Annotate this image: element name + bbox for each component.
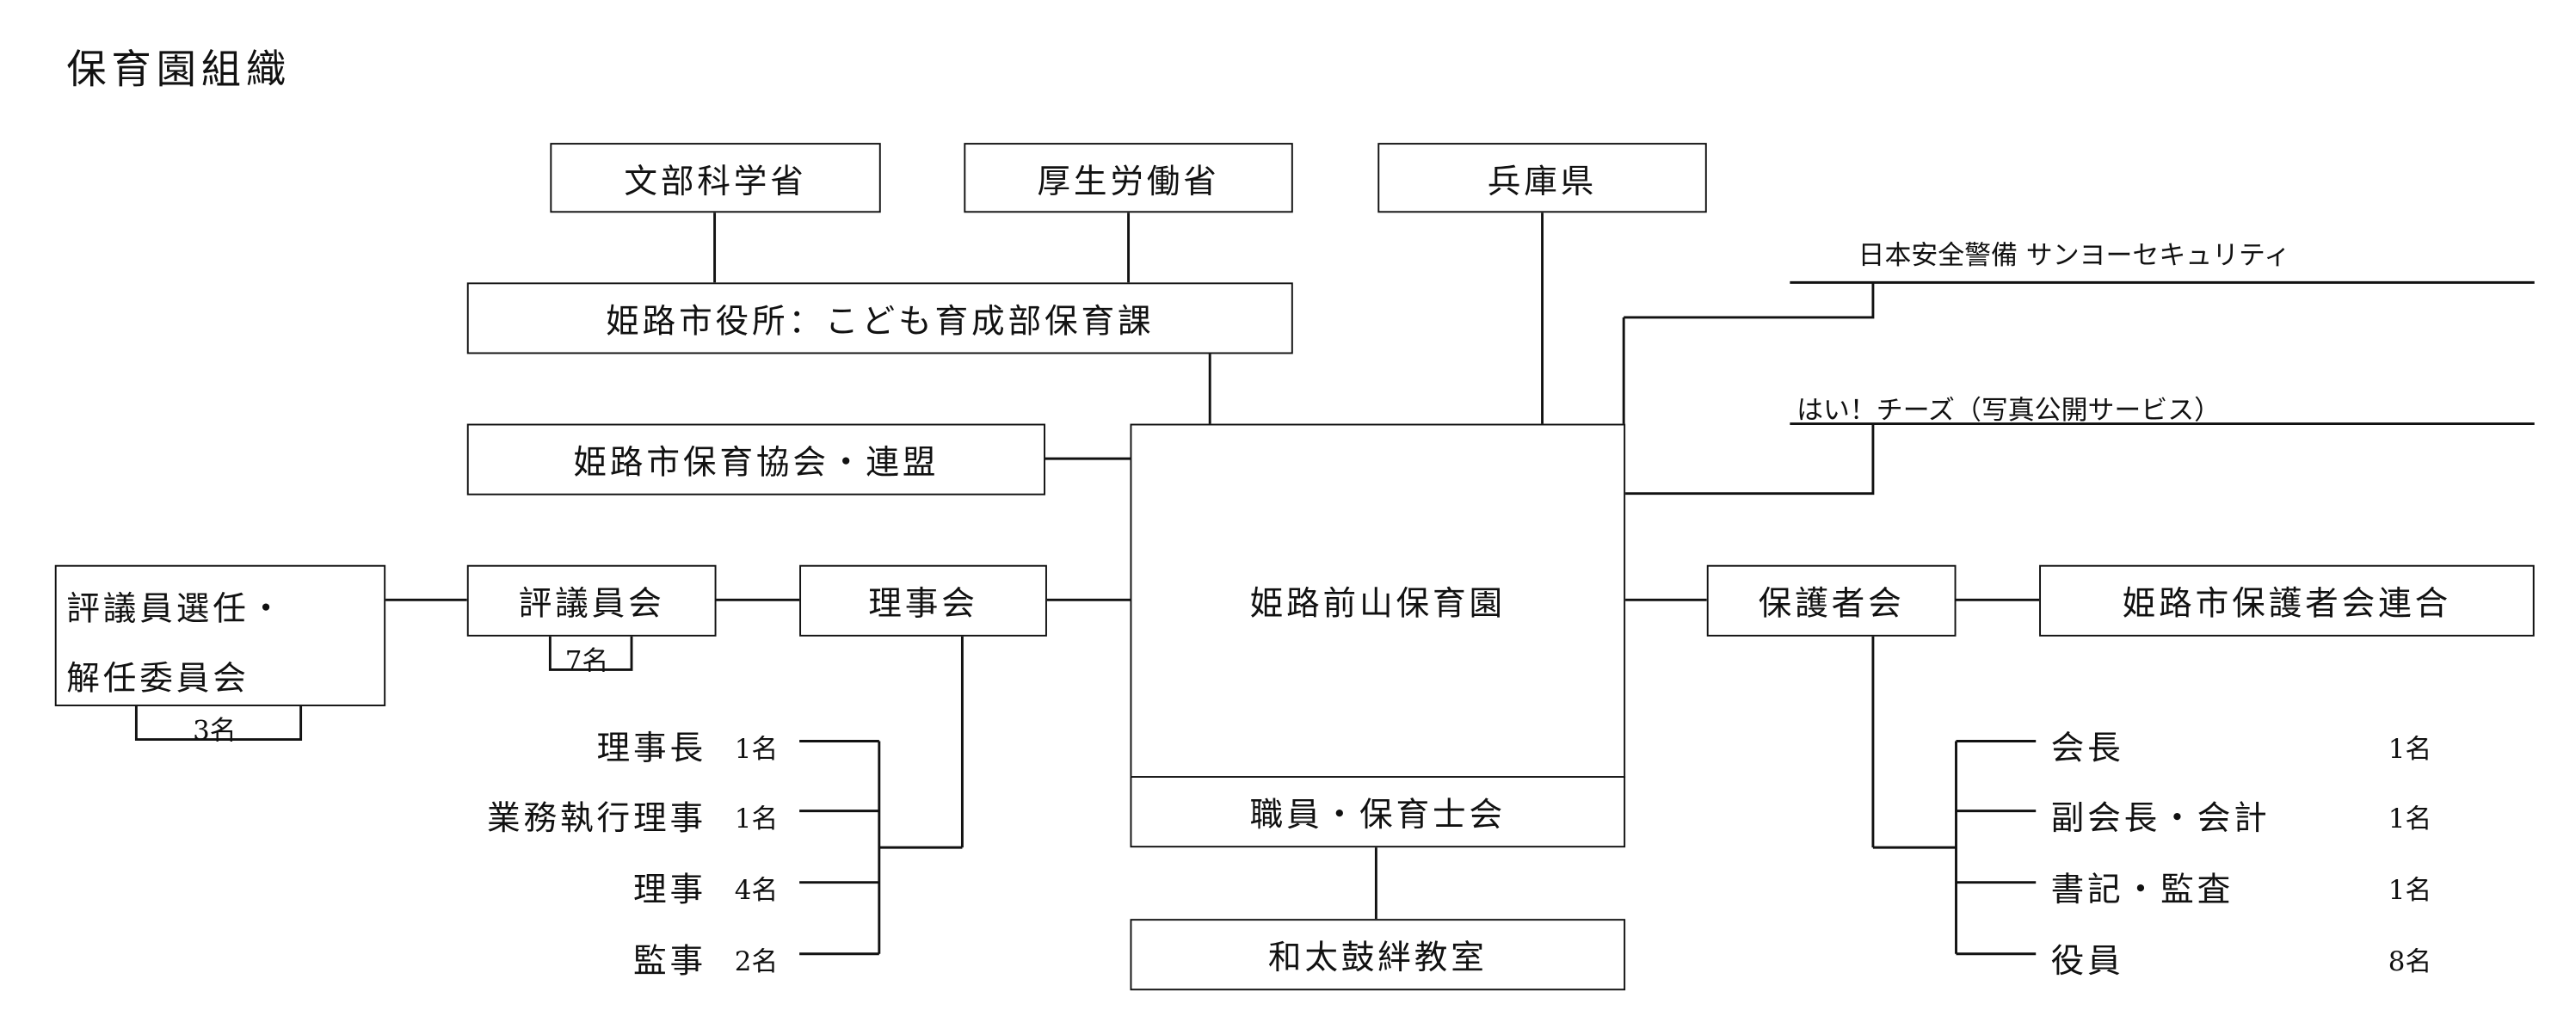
board-count-chair: 1名: [734, 732, 779, 765]
board-role-chair: 理事長: [596, 728, 706, 768]
box-selection-committee: 評議員選任・ 解任委員会: [54, 564, 386, 706]
parent-count-vice-president: 1名: [2388, 802, 2432, 834]
box-parents-federation: 姫路市保護者会連合: [2039, 564, 2535, 637]
parent-role-secretary: 書記・監査: [2050, 869, 2234, 909]
box-hyogo: 兵庫県: [1377, 143, 1707, 213]
parent-count-secretary: 1名: [2388, 874, 2432, 906]
external-security: 日本安全警備 サンヨーセキュリティ: [1858, 239, 2291, 271]
parent-count-officer: 8名: [2388, 945, 2432, 977]
board-count-director: 4名: [734, 874, 779, 906]
box-city-office: 姫路市役所：こども育成部保育課: [466, 282, 1293, 354]
parent-role-vice-president: 副会長・会計: [2050, 797, 2271, 838]
page-title: 保育園組織: [66, 46, 292, 94]
box-wadaiko: 和太鼓絆教室: [1130, 919, 1626, 991]
box-monbu: 文部科学省: [550, 143, 881, 213]
board-count-executive: 1名: [734, 802, 779, 834]
external-photo: はい！チーズ（写真公開サービス）: [1796, 393, 2222, 426]
parent-count-president: 1名: [2388, 732, 2432, 765]
board-role-auditor: 監事: [632, 940, 706, 981]
box-councillors: 評議員会: [466, 564, 717, 637]
box-association: 姫路市保育協会・連盟: [466, 423, 1045, 496]
box-staff: 職員・保育士会: [1130, 776, 1626, 848]
selection-committee-line1: 評議員選任・: [66, 588, 287, 629]
board-role-executive: 業務執行理事: [486, 797, 706, 838]
councillors-count: 7名: [564, 644, 609, 677]
box-parents: 保護者会: [1706, 564, 1957, 637]
box-board: 理事会: [799, 564, 1047, 637]
box-center: 姫路前山保育園: [1130, 423, 1626, 778]
board-role-director: 理事: [632, 869, 706, 909]
parent-role-president: 会長: [2050, 728, 2124, 768]
box-kosei: 厚生労働省: [964, 143, 1293, 213]
parent-role-officer: 役員: [2050, 940, 2124, 981]
board-count-auditor: 2名: [734, 945, 779, 977]
selection-committee-count: 3名: [193, 714, 237, 747]
selection-committee-line2: 解任委員会: [66, 657, 250, 699]
